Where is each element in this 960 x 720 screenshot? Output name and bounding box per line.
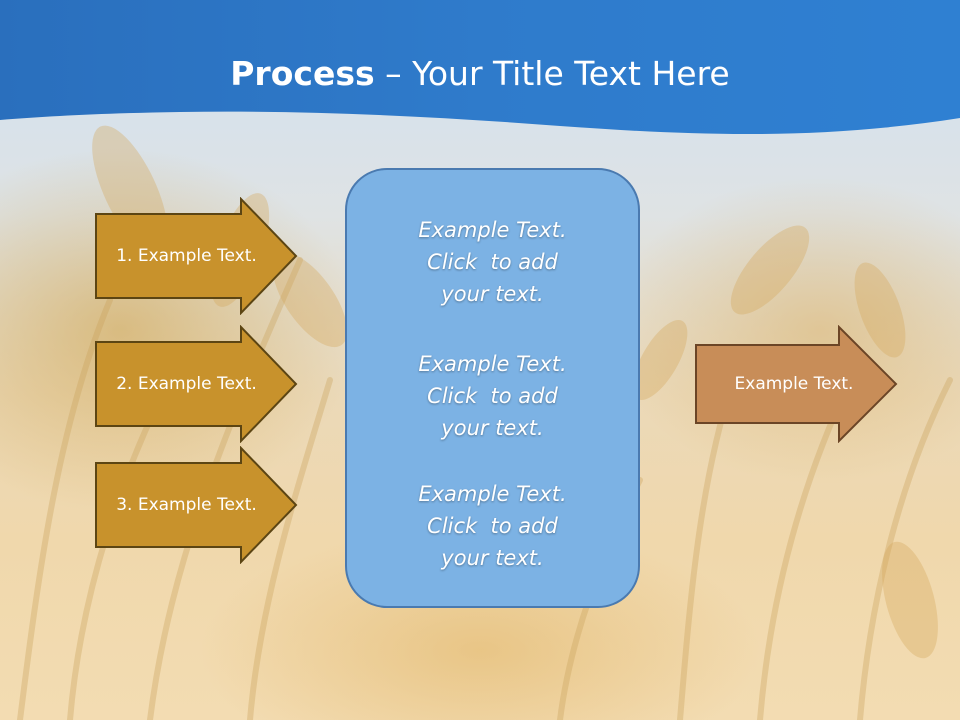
- center-text-line: Click to add: [427, 514, 558, 538]
- center-text-block-3[interactable]: Example Text. Click to add your text.: [347, 478, 638, 574]
- center-text-line: your text.: [441, 282, 544, 306]
- center-text-line: your text.: [441, 546, 544, 570]
- process-step-label: 1. Example Text.: [116, 246, 257, 266]
- center-text-line: your text.: [441, 416, 544, 440]
- title-bold-part: Process: [230, 54, 375, 93]
- center-text-block-1[interactable]: Example Text. Click to add your text.: [347, 214, 638, 310]
- process-step-label: 2. Example Text.: [116, 374, 257, 394]
- result-arrow-label: Example Text.: [734, 374, 854, 394]
- center-text-line: Example Text.: [418, 218, 567, 242]
- process-step-label: 3. Example Text.: [116, 495, 257, 515]
- process-step-arrow-3[interactable]: 3. Example Text.: [94, 446, 299, 564]
- slide-title[interactable]: Process – Your Title Text Here: [0, 52, 960, 96]
- right-arrow-shape-icon: [95, 446, 298, 564]
- process-step-arrow-2[interactable]: 2. Example Text.: [94, 325, 299, 443]
- title-rest-part: – Your Title Text Here: [374, 54, 730, 93]
- right-arrow-shape-icon: [695, 325, 898, 443]
- center-text-block-2[interactable]: Example Text. Click to add your text.: [347, 348, 638, 444]
- center-text-line: Click to add: [427, 250, 558, 274]
- right-arrow-shape-icon: [95, 325, 298, 443]
- process-step-arrow-1[interactable]: 1. Example Text.: [94, 197, 299, 315]
- center-text-line: Example Text.: [418, 482, 567, 506]
- header-band: [0, 0, 960, 135]
- result-arrow[interactable]: Example Text.: [694, 325, 899, 443]
- right-arrow-shape-icon: [95, 197, 298, 315]
- center-process-box[interactable]: Example Text. Click to add your text. Ex…: [345, 168, 640, 608]
- center-text-line: Click to add: [427, 384, 558, 408]
- center-text-line: Example Text.: [418, 352, 567, 376]
